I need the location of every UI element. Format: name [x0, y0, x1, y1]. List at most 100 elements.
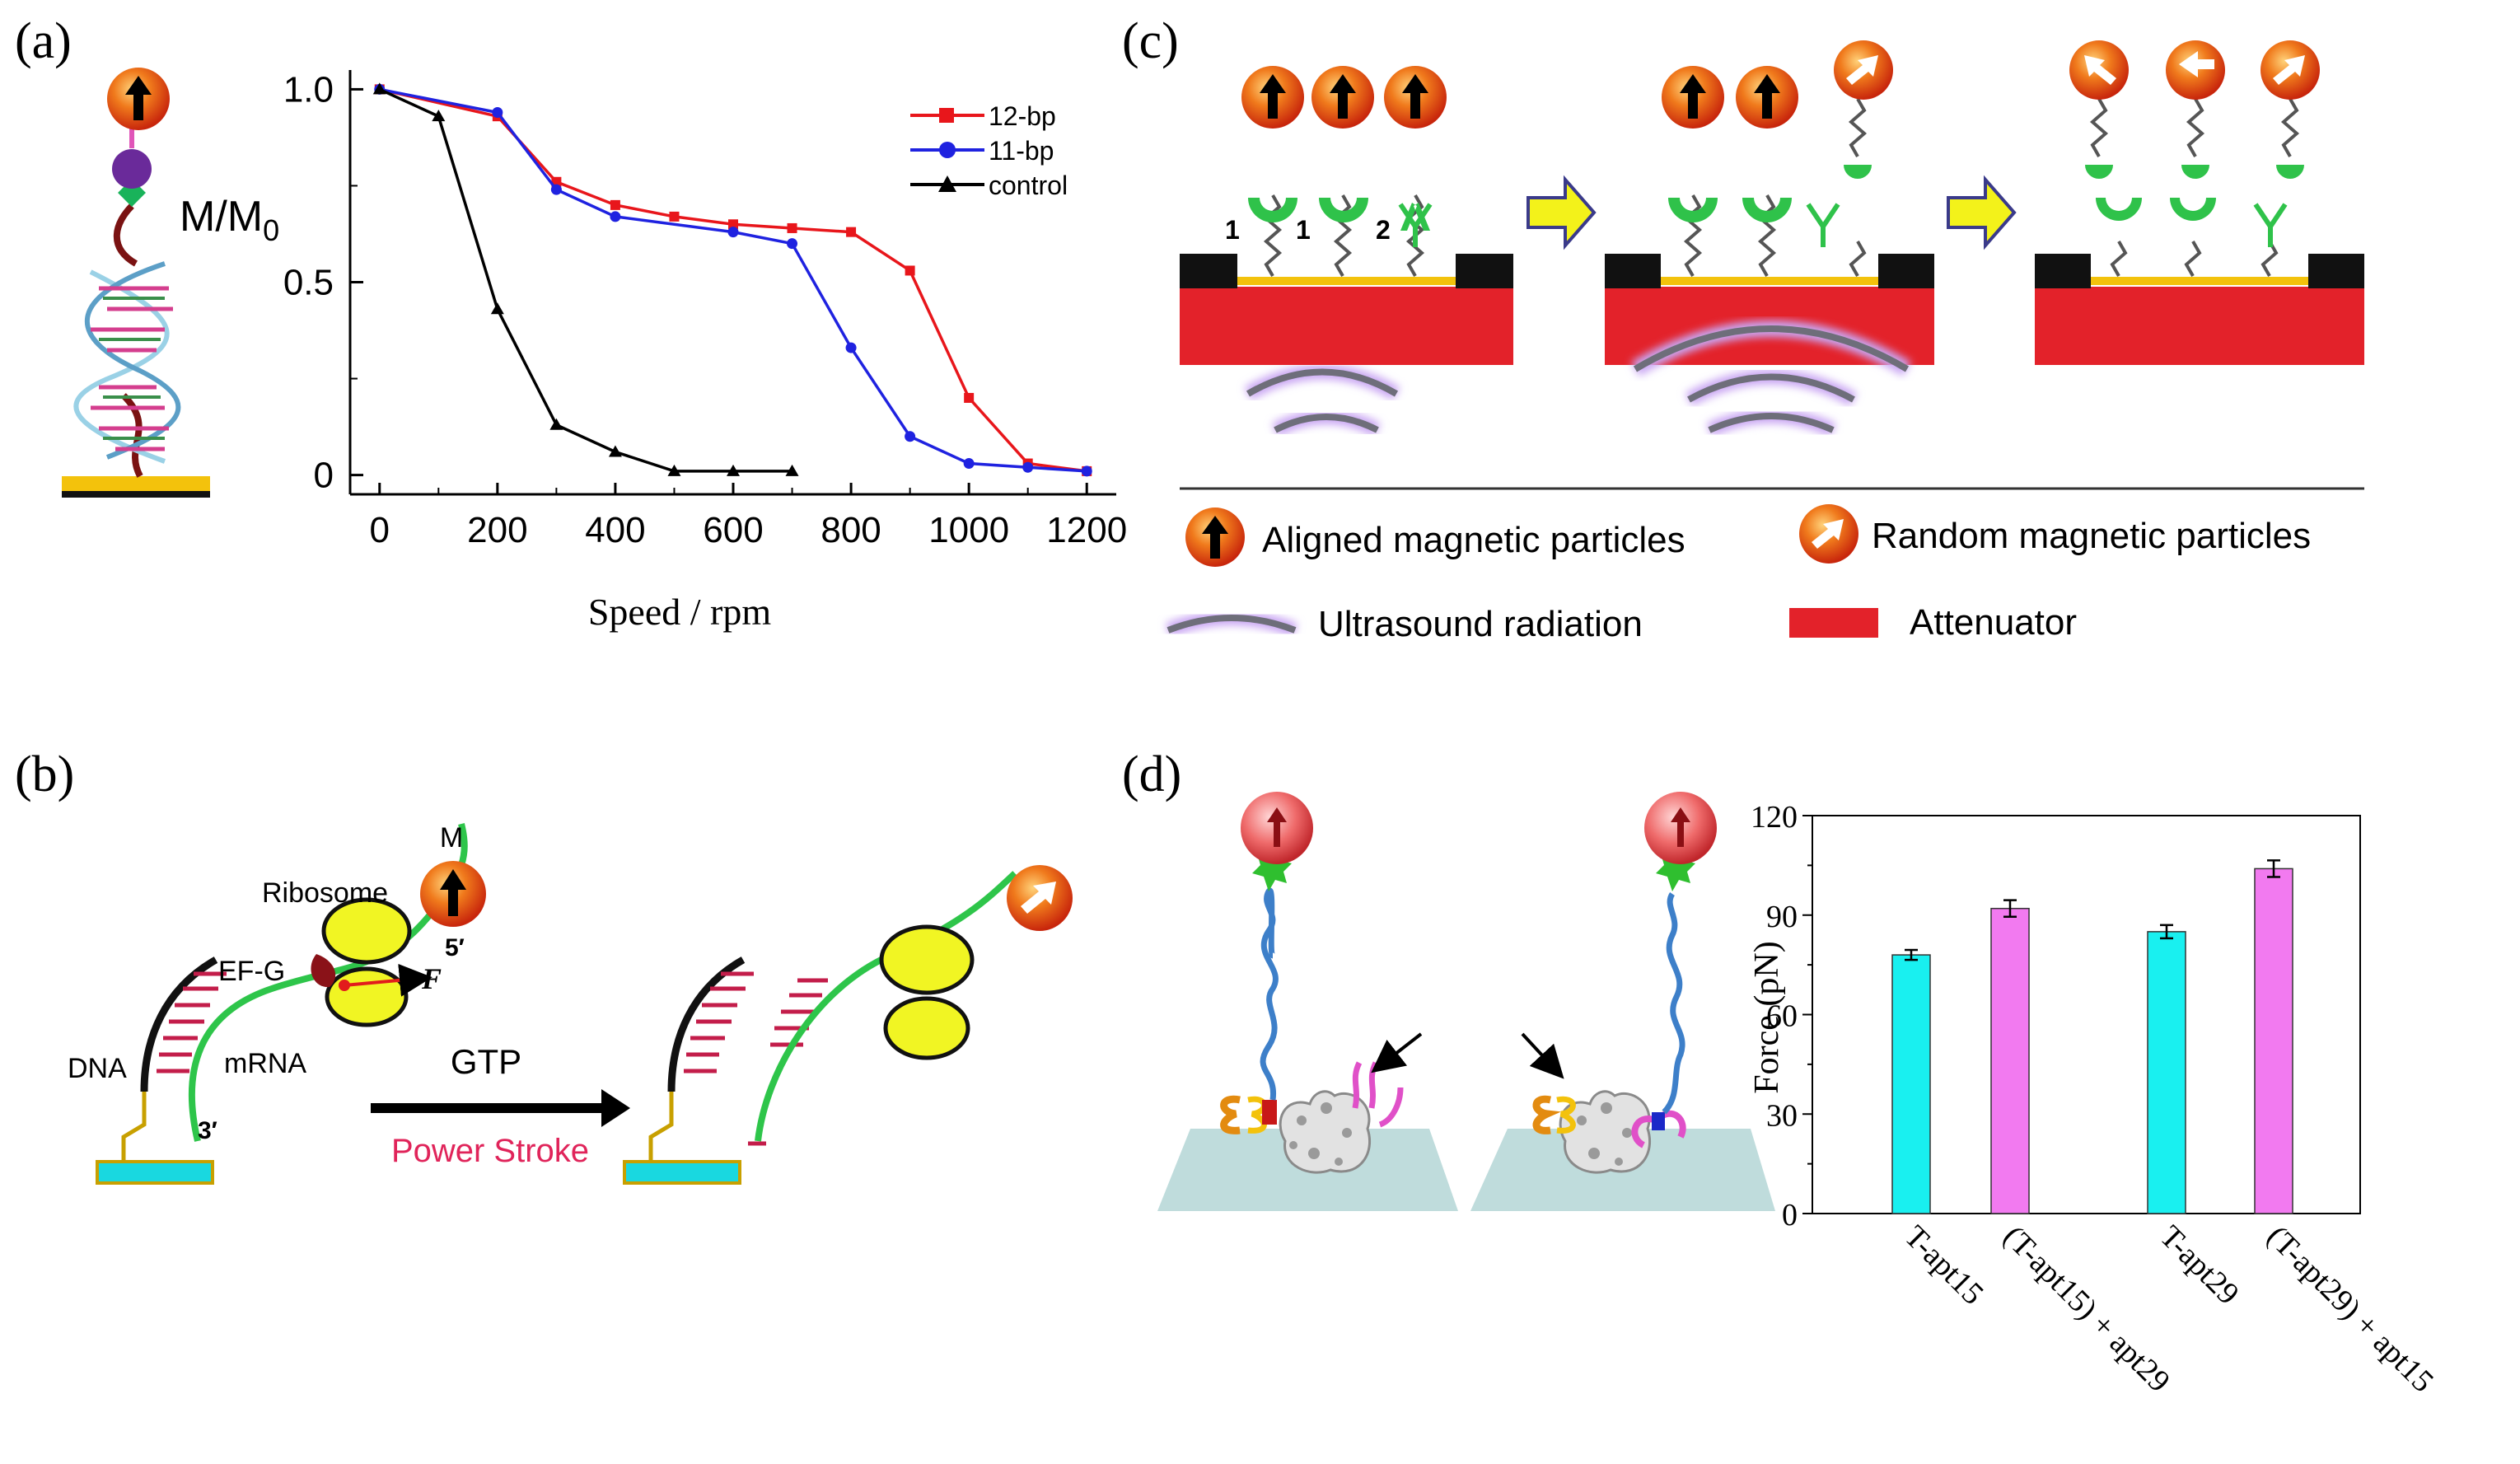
panel-b: (b) M Ribosome EF-G 5′ F	[15, 746, 1073, 1185]
aligned-particles	[1241, 66, 1447, 129]
b-text-F: F	[421, 962, 442, 995]
point-11-bp	[963, 458, 975, 470]
d-category-label: T-apt29	[2153, 1219, 2246, 1312]
point-12-bp	[610, 199, 620, 210]
d-category-label: T-apt15	[1898, 1219, 1990, 1312]
point-12-bp	[964, 392, 975, 403]
point-12-bp	[728, 219, 738, 230]
d-y-tick-label: 60	[1766, 999, 1798, 1034]
series-12-bp-line	[379, 87, 1087, 473]
legend-random: Random magnetic particles	[1872, 516, 2311, 556]
d-category-label: (T-apt29) + apt15	[2261, 1219, 2440, 1399]
legend-ultrasound: Ultrasound radiation	[1318, 604, 1643, 644]
point-11-bp	[492, 107, 503, 118]
bar-3	[2147, 931, 2186, 1214]
d-y-tick-label: 90	[1766, 900, 1798, 934]
panel-a-dna-schematic	[62, 68, 210, 498]
c-num-2: 2	[1376, 215, 1391, 245]
c-arrow-2	[1947, 175, 2017, 250]
legend-11bp: 11-bp	[989, 136, 1054, 166]
point-11-bp	[1081, 465, 1092, 477]
a-x-tick-label: 200	[467, 510, 527, 550]
legend-control: control	[989, 171, 1068, 200]
point-11-bp	[787, 238, 798, 250]
panel-a-label: (a)	[15, 13, 72, 69]
b-text-efg: EF-G	[218, 956, 285, 987]
panel-a-xlabel: Speed / rpm	[588, 591, 772, 633]
legend-attenuator: Attenuator	[1910, 602, 2077, 643]
panel-d-label: (d)	[1122, 746, 1181, 802]
point-control	[549, 418, 563, 430]
bar-1	[1891, 954, 1931, 1214]
panel-c-legend: Aligned magnetic particles Random magnet…	[1165, 504, 2311, 644]
b-text-dna: DNA	[68, 1053, 127, 1084]
point-control	[785, 464, 799, 476]
panel-d: (d)	[1122, 746, 2440, 1399]
a-x-tick-label: 800	[821, 510, 881, 550]
point-control	[490, 302, 504, 315]
point-11-bp	[1022, 461, 1034, 473]
panel-d-schematic-1	[1157, 792, 1458, 1211]
point-11-bp	[610, 211, 621, 222]
c-num-1b: 1	[1296, 215, 1311, 245]
panel-c: (c) 1 1 2	[1122, 13, 2364, 644]
panel-b-label: (b)	[15, 746, 74, 802]
a-x-tick-label: 400	[585, 510, 645, 550]
b-text-5prime: 5′	[445, 934, 465, 961]
ultrasound-waves-1	[1244, 364, 1400, 437]
panel-c-label: (c)	[1122, 13, 1179, 69]
point-control	[372, 82, 386, 95]
a-x-tick-label: 600	[703, 510, 763, 550]
a-y-tick-label: 1.0	[283, 69, 334, 110]
point-12-bp	[669, 211, 680, 222]
point-control	[608, 445, 622, 457]
series-11-bp-line	[379, 87, 1087, 473]
c-arrow-1	[1526, 175, 1597, 250]
point-control	[667, 464, 681, 476]
panel-a: (a)	[15, 13, 1127, 633]
ribosome-lower	[325, 966, 409, 1027]
panel-a-legend: 12-bp 11-bp control	[910, 101, 1068, 200]
b-text-ribosome: Ribosome	[262, 877, 388, 909]
a-y-tick-label: 0	[314, 456, 334, 496]
panel-b-after	[623, 865, 1073, 1185]
point-12-bp	[905, 265, 915, 276]
point-12-bp	[846, 227, 857, 237]
panel-b-before: M Ribosome EF-G 5′ F DNA mRNA 3′	[68, 822, 486, 1185]
point-12-bp	[787, 222, 797, 233]
b-text-gtp: GTP	[451, 1042, 521, 1081]
panel-c-stage-3	[2035, 40, 2364, 365]
panel-d-ylabel: Force (pN)	[1748, 941, 1786, 1093]
d-category-label: (T-apt15) + apt29	[1997, 1219, 2176, 1399]
legend-12bp: 12-bp	[989, 101, 1056, 131]
point-control	[432, 110, 446, 122]
ribosome-upper	[321, 897, 412, 965]
point-control	[727, 464, 740, 476]
b-text-mrna: mRNA	[224, 1048, 306, 1079]
panel-a-ylabel: M/M0	[180, 193, 279, 247]
d-y-tick-label: 120	[1751, 800, 1798, 835]
d-y-tick-label: 0	[1782, 1198, 1798, 1232]
d-y-tick-label: 30	[1766, 1098, 1798, 1133]
bar-2	[1990, 907, 2030, 1214]
a-x-tick-label: 1000	[928, 510, 1009, 550]
panel-c-stage-1: 1 1 2	[1180, 66, 1513, 437]
ultrasound-waves-2	[1630, 320, 1912, 437]
bar-4	[2254, 868, 2293, 1214]
panel-c-stage-2	[1605, 40, 1934, 437]
series-control-line	[379, 87, 792, 473]
point-11-bp	[550, 184, 562, 195]
a-x-tick-label: 0	[370, 510, 390, 550]
a-y-tick-label: 0.5	[283, 263, 334, 303]
point-11-bp	[727, 227, 739, 238]
panel-a-chart: 0 200 400 600 800 1000 1200 0 0.5 1.0	[283, 69, 1127, 550]
b-text-power: Power Stroke	[391, 1133, 589, 1169]
point-11-bp	[845, 342, 857, 353]
b-text-M: M	[440, 822, 463, 854]
panel-d-schematic-2	[1470, 792, 1775, 1211]
b-text-3prime: 3′	[198, 1117, 217, 1144]
legend-aligned: Aligned magnetic particles	[1262, 520, 1685, 560]
a-x-tick-label: 1200	[1046, 510, 1127, 550]
